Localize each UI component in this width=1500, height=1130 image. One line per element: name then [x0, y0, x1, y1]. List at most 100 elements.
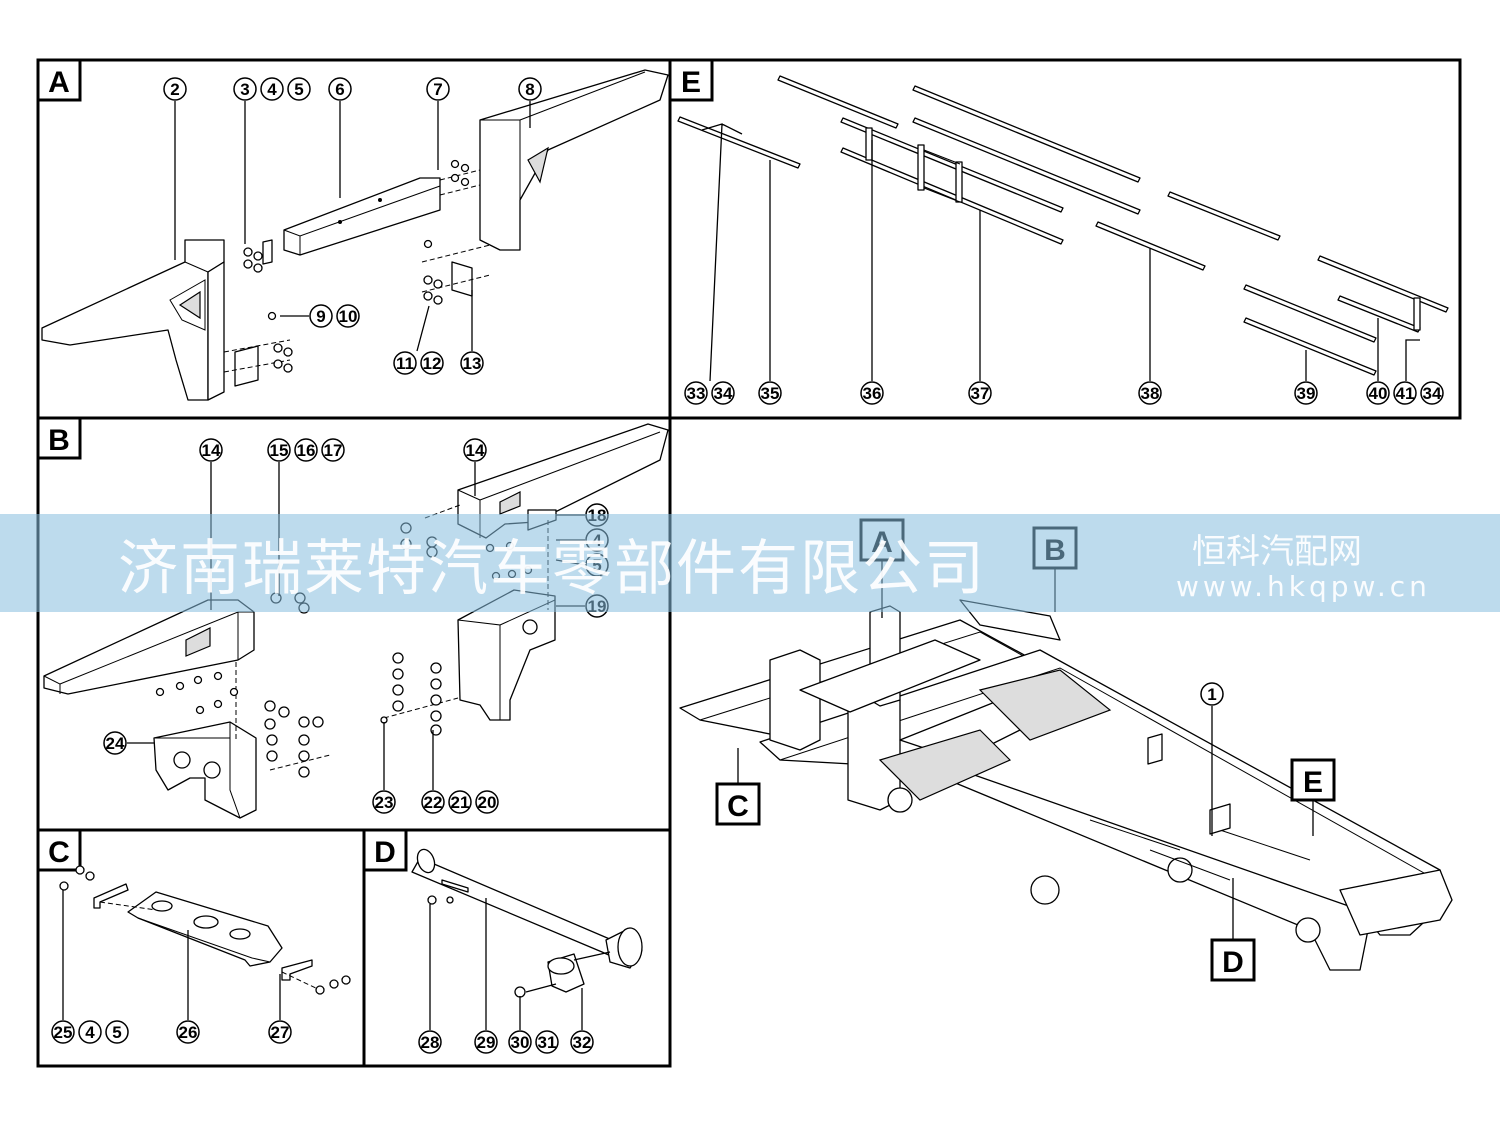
callout-37: 37 — [968, 381, 992, 405]
svg-text:41: 41 — [1396, 384, 1415, 403]
svg-text:2: 2 — [170, 80, 179, 99]
svg-text:D: D — [1222, 946, 1244, 979]
callout-5: 5 — [287, 77, 311, 101]
callout-4: 4 — [260, 77, 284, 101]
svg-text:B: B — [48, 424, 70, 457]
callout-33: 33 — [684, 381, 708, 405]
svg-text:38: 38 — [1141, 384, 1160, 403]
panel-a-leaders — [174, 101, 531, 352]
svg-text:A: A — [48, 66, 70, 99]
panel-e-parts — [677, 75, 1449, 376]
overview-label-d: D — [1210, 938, 1256, 982]
callout-34b: 34 — [1420, 381, 1444, 405]
panel-d-parts — [411, 848, 643, 998]
svg-text:29: 29 — [477, 1033, 496, 1052]
svg-text:35: 35 — [761, 384, 780, 403]
callout-26: 26 — [176, 1020, 200, 1044]
panel-label-d: D — [362, 828, 408, 872]
panel-a-callouts: 2 3 4 5 6 7 8 9 10 11 12 13 — [163, 77, 542, 375]
svg-text:28: 28 — [421, 1033, 440, 1052]
panel-e-callouts: 33 34 35 36 37 38 39 40 41 34 — [684, 381, 1444, 405]
svg-text:22: 22 — [424, 793, 443, 812]
callout-6: 6 — [328, 77, 352, 101]
svg-text:40: 40 — [1369, 384, 1388, 403]
svg-text:D: D — [374, 836, 396, 869]
svg-text:5: 5 — [294, 80, 303, 99]
svg-text:6: 6 — [335, 80, 344, 99]
svg-text:25: 25 — [54, 1023, 73, 1042]
panel-e-frame — [668, 58, 1462, 420]
panel-label-b: B — [36, 416, 82, 460]
svg-text:5: 5 — [112, 1023, 121, 1042]
svg-text:34: 34 — [1423, 384, 1442, 403]
svg-text:14: 14 — [202, 441, 221, 460]
svg-text:33: 33 — [687, 384, 706, 403]
callout-11: 11 — [393, 351, 417, 375]
svg-text:30: 30 — [511, 1033, 530, 1052]
callout-22: 22 — [421, 790, 445, 814]
callout-7: 7 — [426, 77, 450, 101]
svg-text:23: 23 — [375, 793, 394, 812]
watermark-site-url: www.hkqpw.cn — [1176, 570, 1431, 603]
watermark-site-name: 恒科汽配网 — [1192, 532, 1362, 572]
svg-text:E: E — [681, 66, 701, 99]
svg-text:E: E — [1303, 766, 1323, 799]
svg-text:C: C — [727, 790, 749, 823]
callout-38: 38 — [1138, 381, 1162, 405]
callout-39: 39 — [1294, 381, 1318, 405]
svg-text:24: 24 — [106, 734, 125, 753]
callout-12: 12 — [420, 351, 444, 375]
panel-d-callouts: 28 29 30 31 32 — [418, 1030, 594, 1054]
callout-17: 17 — [321, 438, 345, 462]
callout-30: 30 — [508, 1030, 532, 1054]
callout-40: 40 — [1366, 381, 1390, 405]
callout-21: 21 — [448, 790, 472, 814]
overview-label-c: C — [715, 782, 761, 826]
svg-text:7: 7 — [433, 80, 442, 99]
watermark-banner — [0, 514, 1500, 612]
svg-text:27: 27 — [271, 1023, 290, 1042]
panel-label-c: C — [36, 828, 82, 872]
callout-2: 2 — [163, 77, 187, 101]
svg-text:31: 31 — [538, 1033, 557, 1052]
svg-text:36: 36 — [863, 384, 882, 403]
callout-20: 20 — [475, 790, 499, 814]
panel-d-leaders — [429, 898, 611, 1030]
panel-label-a: A — [36, 58, 82, 102]
svg-text:15: 15 — [270, 441, 289, 460]
svg-text:39: 39 — [1297, 384, 1316, 403]
callout-10: 10 — [336, 304, 360, 328]
svg-text:1: 1 — [1207, 685, 1216, 704]
svg-text:37: 37 — [971, 384, 990, 403]
callout-1: 1 — [1200, 682, 1224, 706]
callout-24: 24 — [103, 731, 127, 755]
panel-a-parts — [41, 69, 669, 401]
svg-text:C: C — [48, 836, 70, 869]
panel-c-leaders — [62, 890, 281, 1020]
callout-15: 15 — [267, 438, 291, 462]
svg-text:8: 8 — [525, 80, 534, 99]
callout-5c: 5 — [105, 1020, 129, 1044]
callout-3: 3 — [233, 77, 257, 101]
svg-text:14: 14 — [466, 441, 485, 460]
callout-28: 28 — [418, 1030, 442, 1054]
overview-label-e: E — [1290, 758, 1336, 802]
svg-text:16: 16 — [297, 441, 316, 460]
svg-text:9: 9 — [316, 307, 325, 326]
svg-text:13: 13 — [463, 354, 482, 373]
callout-9: 9 — [309, 304, 333, 328]
svg-text:11: 11 — [396, 354, 414, 373]
callout-8: 8 — [518, 77, 542, 101]
callout-14b: 14 — [463, 438, 487, 462]
chassis-overview — [679, 599, 1453, 971]
callout-14: 14 — [199, 438, 223, 462]
callout-35: 35 — [758, 381, 782, 405]
svg-text:26: 26 — [179, 1023, 198, 1042]
svg-text:32: 32 — [573, 1033, 592, 1052]
svg-text:4: 4 — [267, 80, 277, 99]
svg-text:20: 20 — [478, 793, 497, 812]
overview-callouts: 1 — [1200, 682, 1224, 706]
svg-text:34: 34 — [714, 384, 733, 403]
panel-c-callouts: 25 4 5 26 27 — [51, 1020, 292, 1044]
